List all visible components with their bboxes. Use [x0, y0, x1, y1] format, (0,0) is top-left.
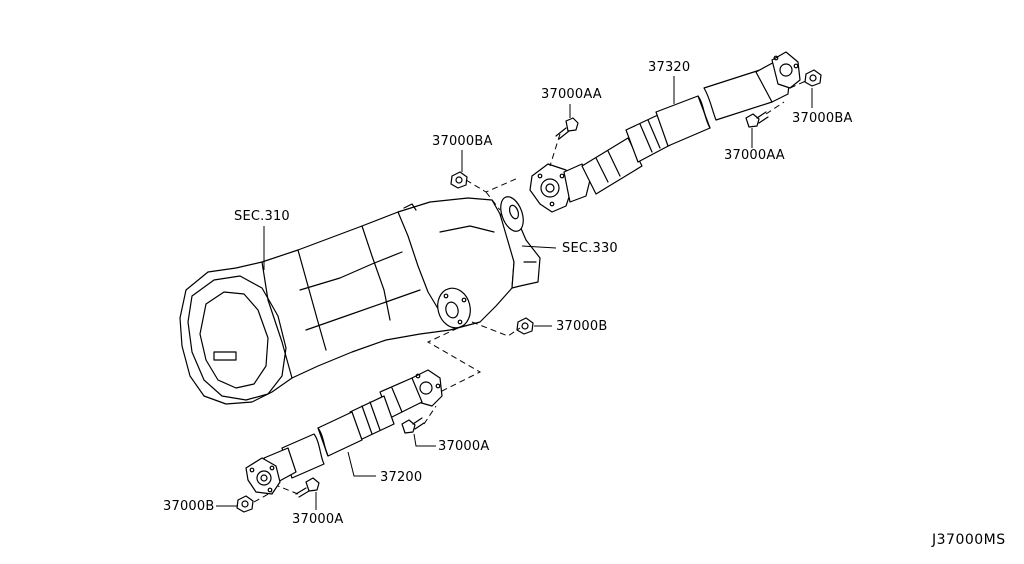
- front-propeller-shaft: [245, 369, 443, 495]
- assembly-dashed-lines: [253, 79, 809, 503]
- nut-37000BA-left: [450, 171, 468, 189]
- nut-37000BA-right: [804, 69, 822, 87]
- label-sec330: SEC.330: [562, 241, 618, 256]
- label-37200: 37200: [380, 470, 423, 485]
- bolt-37000AA-right: [745, 111, 769, 128]
- nut-37000B-mid: [516, 317, 534, 335]
- transmission-housing: [179, 196, 541, 405]
- label-sec310: SEC.310: [234, 209, 290, 224]
- rear-propeller-shaft: [529, 51, 801, 213]
- label-37000B-mid: 37000B: [556, 319, 608, 334]
- label-37000AA-right: 37000AA: [724, 148, 785, 163]
- label-37000BA-right: 37000BA: [792, 111, 853, 126]
- bolt-37000A-mid: [401, 417, 425, 434]
- label-37000AA-top: 37000AA: [541, 87, 602, 102]
- bolt-37000AA-top: [555, 117, 579, 140]
- nut-37000B-bottom: [236, 495, 254, 513]
- label-37000A-mid: 37000A: [438, 439, 490, 454]
- label-37000BA-left: 37000BA: [432, 134, 493, 149]
- label-37000B-bottom: 37000B: [163, 499, 215, 514]
- leader-lines: [216, 76, 813, 510]
- diagram-code: J37000MS: [932, 532, 1006, 548]
- bolt-37000A-bottom: [295, 477, 320, 498]
- label-37320: 37320: [648, 60, 691, 75]
- label-37000A-bottom: 37000A: [292, 512, 344, 527]
